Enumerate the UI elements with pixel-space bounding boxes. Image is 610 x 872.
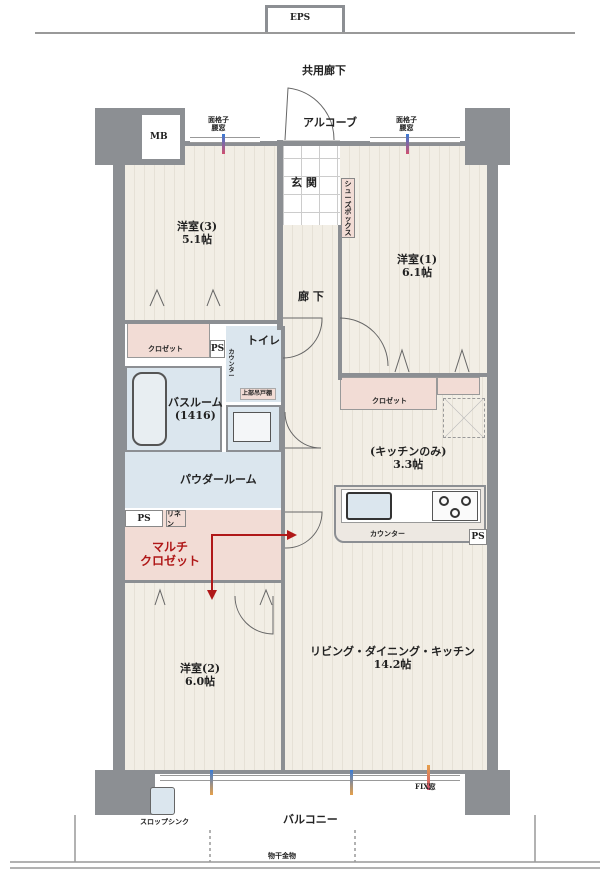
western-room-1-label: 洋室(1)6.1帖 bbox=[397, 253, 437, 279]
closet-1 bbox=[340, 377, 437, 410]
shoe-box bbox=[341, 178, 355, 238]
room-name: リビング・ダイニング・キッチン bbox=[310, 645, 475, 658]
vent-icon bbox=[350, 770, 353, 795]
wall-inner bbox=[125, 580, 283, 583]
western-room-2 bbox=[125, 582, 281, 772]
vent-icon bbox=[210, 770, 213, 795]
powder-room bbox=[125, 452, 281, 508]
shared-corridor-label: 共用廊下 bbox=[302, 64, 346, 77]
balcony-label: バルコニー bbox=[283, 813, 338, 826]
room-name: (キッチンのみ) bbox=[370, 445, 447, 458]
burner-icon bbox=[461, 496, 471, 506]
room-size: 5.1帖 bbox=[181, 233, 213, 247]
window-left bbox=[190, 137, 260, 143]
burner-icon bbox=[439, 496, 449, 506]
wall-inner bbox=[125, 320, 280, 324]
wall-bottom bbox=[125, 770, 487, 774]
wall-inner bbox=[281, 582, 285, 772]
toilet-label: トイレ bbox=[247, 334, 280, 347]
window-label-right: 面格子腰窓 bbox=[396, 115, 417, 133]
closet-1-label: クロゼット bbox=[372, 396, 407, 405]
entrance-label: 玄 関 bbox=[291, 176, 317, 189]
hallway bbox=[283, 225, 340, 375]
window-label-line: 面格子 bbox=[396, 115, 417, 124]
alcove-label: アルコーブ bbox=[303, 116, 358, 129]
multi-closet-label: マルチクロゼット bbox=[140, 540, 200, 569]
room-size: (1416) bbox=[174, 409, 216, 423]
washbasin bbox=[233, 412, 271, 442]
counter-label: カウンター bbox=[370, 529, 405, 538]
room-name: 洋室(3) bbox=[177, 220, 218, 233]
vent-icon bbox=[406, 134, 409, 154]
room-name: 洋室(2) bbox=[180, 662, 221, 675]
window-bottom bbox=[160, 775, 460, 781]
powder-room-label: パウダールーム bbox=[180, 473, 257, 486]
pillar-top-right bbox=[465, 108, 510, 165]
label-line: クロゼット bbox=[140, 554, 201, 569]
window-right bbox=[370, 137, 460, 143]
pillar-bottom-right bbox=[465, 770, 510, 815]
wall-top bbox=[185, 141, 468, 146]
room-size: 6.0帖 bbox=[184, 675, 216, 689]
ps-box: PS bbox=[469, 529, 487, 545]
counter-small-label: カウンター bbox=[228, 349, 235, 380]
ps-box: PS bbox=[210, 340, 225, 358]
western-room-3 bbox=[125, 145, 277, 323]
kitchen-label: (キッチンのみ)3.3帖 bbox=[370, 445, 446, 471]
ceiling-box bbox=[443, 398, 485, 438]
wall-inner bbox=[340, 373, 487, 377]
stove-icon bbox=[432, 491, 478, 521]
linen-box: リネン bbox=[166, 509, 186, 528]
closet-3 bbox=[127, 323, 210, 358]
label-line: マルチ bbox=[152, 540, 189, 554]
burner-icon bbox=[450, 508, 460, 518]
hallway-label: 廊 下 bbox=[298, 290, 324, 303]
sink-icon bbox=[346, 492, 392, 520]
mb-box bbox=[142, 115, 180, 159]
ldk bbox=[283, 375, 487, 772]
entrance bbox=[283, 140, 340, 225]
western-room-2-label: 洋室(2)6.0帖 bbox=[180, 662, 220, 688]
eps-box bbox=[265, 5, 345, 32]
western-room-1 bbox=[340, 145, 487, 375]
shoebox-label: シューズボックス bbox=[344, 179, 352, 237]
slop-sink-icon bbox=[150, 787, 175, 815]
upper-cabinet-label: 上部吊戸棚 bbox=[242, 390, 273, 397]
western-room-3-label: 洋室(3)5.1帖 bbox=[177, 220, 217, 246]
room-size: 6.1帖 bbox=[401, 266, 433, 280]
bathtub bbox=[132, 372, 167, 446]
window-label-line: 腰窓 bbox=[211, 123, 226, 133]
vent-icon bbox=[427, 765, 430, 790]
slop-sink-label: スロップシンク bbox=[140, 817, 189, 826]
wall-left bbox=[113, 108, 125, 788]
pillar-bottom-left bbox=[95, 770, 155, 815]
wall-inner bbox=[338, 225, 342, 380]
ps-box: PS bbox=[125, 510, 163, 527]
closet-3-label: クロゼット bbox=[148, 344, 183, 353]
fix-window-label: FIX窓 bbox=[415, 782, 436, 791]
window-label-line: 腰窓 bbox=[399, 123, 414, 133]
upper-cabinet bbox=[240, 388, 276, 400]
bathroom-label: バスルーム(1416) bbox=[168, 396, 223, 422]
wall-inner bbox=[277, 140, 283, 330]
closet-1-extension bbox=[437, 377, 480, 395]
wall-inner bbox=[281, 326, 285, 586]
room-size: 3.3帖 bbox=[393, 458, 424, 472]
room-name: バスルーム bbox=[168, 396, 223, 409]
corridor-line bbox=[35, 32, 575, 34]
vent-icon bbox=[222, 134, 225, 154]
mb-label: MB bbox=[150, 132, 168, 142]
eps-label: EPS bbox=[290, 13, 311, 23]
room-name: 洋室(1) bbox=[397, 253, 438, 266]
window-label-left: 面格子腰窓 bbox=[208, 115, 229, 133]
room-size: 14.2帖 bbox=[373, 658, 412, 672]
wall-right bbox=[487, 108, 498, 788]
drying-rack-label: 物干金物 bbox=[268, 851, 296, 860]
window-label-line: 面格子 bbox=[208, 115, 229, 124]
